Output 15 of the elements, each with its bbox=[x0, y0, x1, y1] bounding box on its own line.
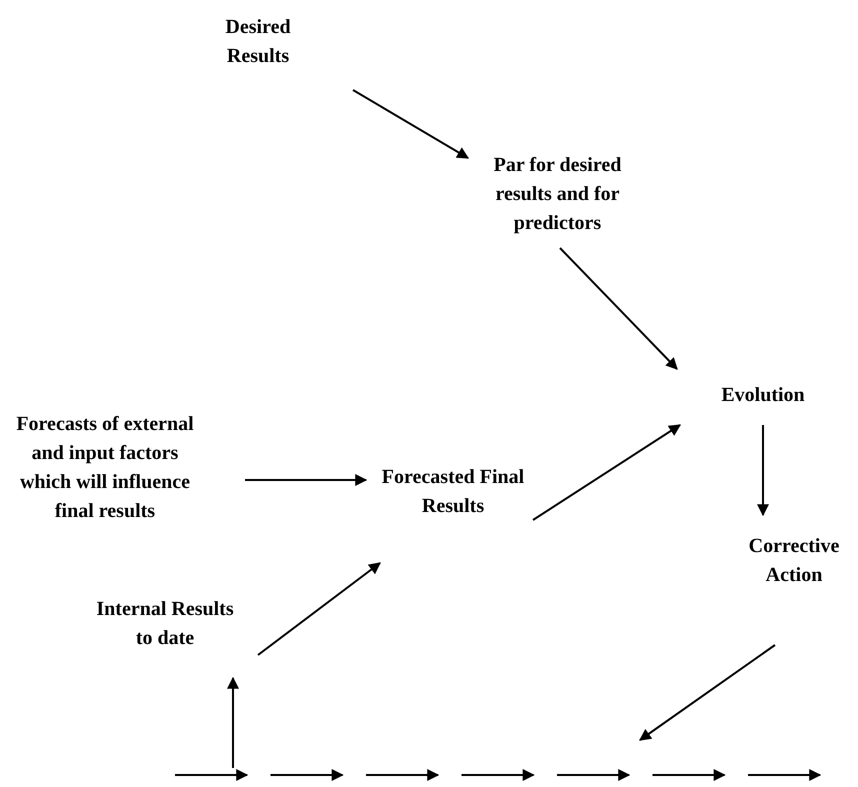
arrow bbox=[559, 247, 678, 370]
arrow bbox=[227, 676, 239, 768]
arrow bbox=[352, 89, 470, 159]
arrow bbox=[532, 424, 681, 521]
node-label: Evolution bbox=[702, 378, 824, 412]
arrow bbox=[757, 425, 769, 516]
node-label: Corrective Action bbox=[730, 530, 858, 592]
arrow bbox=[639, 644, 776, 741]
node-label: Forecasted Final Results bbox=[378, 462, 528, 522]
node-label: Forecasts of external and input factors which will influence final results bbox=[15, 395, 195, 540]
node-label: Internal Results to date bbox=[90, 592, 240, 655]
node-label: Desired Results bbox=[213, 12, 303, 72]
arrow bbox=[245, 474, 368, 486]
arrow bbox=[257, 562, 381, 656]
node-label: Par for desired results and for predictors bbox=[470, 148, 645, 240]
